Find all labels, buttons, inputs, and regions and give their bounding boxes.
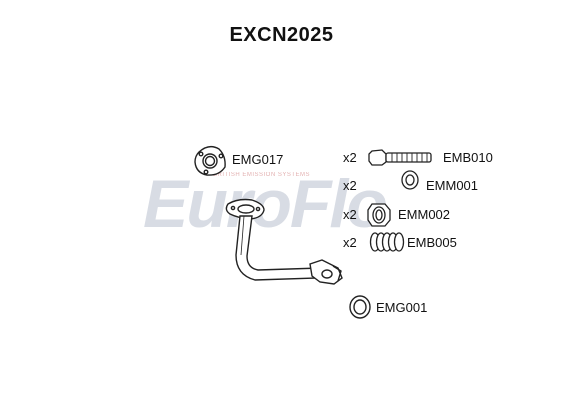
ring-gasket-emg001-icon <box>349 295 371 319</box>
gasket-emg017-icon <box>194 145 226 176</box>
part-label-emg001: EMG001 <box>376 300 428 315</box>
part-label-emb005: EMB005 <box>407 235 457 250</box>
nut-emm002-icon <box>367 203 391 227</box>
watermark-logo: EuroFlo <box>143 166 388 242</box>
front-pipe-icon <box>225 198 343 285</box>
nut-emm001-icon <box>401 170 419 190</box>
part-label-emm001: EMM001 <box>426 178 479 193</box>
part-label-emm002: EMM002 <box>398 207 451 222</box>
part-label-emg017: EMG017 <box>232 152 284 167</box>
watermark-tagline: BRITISH EMISSION SYSTEMS <box>213 172 311 178</box>
part-qty-emm002: x2 <box>343 207 357 222</box>
part-qty-emb010: x2 <box>343 150 357 165</box>
bolt-emb010-icon <box>368 149 432 166</box>
page-title: EXCN2025 <box>229 24 334 46</box>
part-label-emb010: EMB010 <box>443 150 493 165</box>
spring-emb005-icon <box>369 232 405 252</box>
part-qty-emm001: x2 <box>343 178 357 193</box>
part-qty-emb005: x2 <box>343 235 357 250</box>
